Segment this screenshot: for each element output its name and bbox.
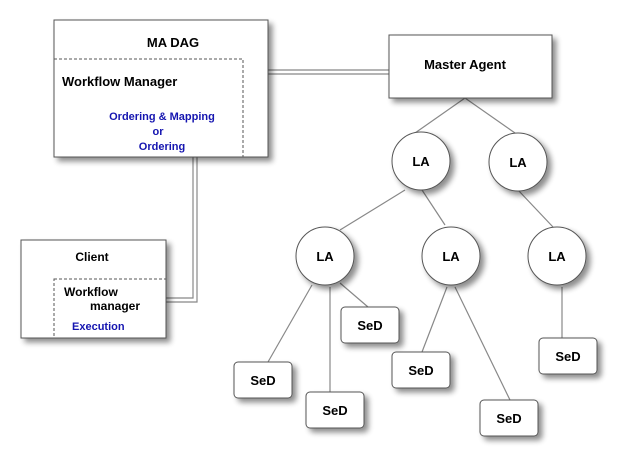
local-agent-4: LA [421,226,481,286]
ma-dag-box: MA DAG Workflow Manager Ordering & Mappi… [53,19,269,158]
workflow-manager-region [53,58,244,158]
sed-5-frame [479,399,539,437]
sed-3: SeD [340,306,400,344]
sed-4: SeD [391,351,451,389]
master-agent-frame [388,34,553,99]
client-workflow-label-2: manager [90,299,140,313]
ma-dag-frame [53,19,269,158]
local-agent-2: LA [488,132,548,192]
local-agent-1: LA [391,131,451,191]
client-title: Client [75,250,108,264]
local-agent-3-shape [295,226,355,286]
master-agent-box: Master Agent [388,34,553,99]
local-agent-1-shape [391,131,451,191]
local-agent-5-label: LA [548,249,566,264]
link-madag-client [166,157,194,299]
sed-4-frame [391,351,451,389]
link-la4-sed5 [454,286,511,401]
link-la1-la3 [339,189,406,231]
local-agent-5-shape [527,226,587,286]
sed-4-label: SeD [408,363,433,378]
client-frame [20,239,167,339]
connector-lines [166,69,563,401]
sed-6: SeD [538,337,598,375]
workflow-manager-label: Workflow Manager [62,74,177,89]
sed-6-frame [538,337,598,375]
client-workflow-label-1: Workflow [64,285,118,299]
local-agent-4-label: LA [442,249,460,264]
sed-5-label: SeD [496,411,521,426]
sed-3-frame [340,306,400,344]
link-la1-la4 [421,189,446,226]
link-la3-sed3 [339,282,369,308]
mode-ordering-mapping: Ordering & Mapping [109,111,215,123]
link-la4-sed4 [421,286,448,353]
sed-1-frame [233,361,293,399]
sed-1: SeD [233,361,293,399]
mode-ordering: Ordering [139,141,185,153]
local-agent-2-shape [488,132,548,192]
sed-3-label: SeD [357,318,382,333]
sed-2-frame [305,391,365,429]
client-box: Client Workflow manager Execution [20,239,167,339]
sed-2: SeD [305,391,365,429]
link-la3-sed1 [267,284,313,363]
sed-1-label: SeD [250,373,275,388]
local-agent-3-label: LA [316,249,334,264]
mode-or: or [153,126,165,138]
sed-2-label: SeD [322,403,347,418]
sed-5: SeD [479,399,539,437]
local-agent-3: LA [295,226,355,286]
client-execution-label: Execution [72,321,125,333]
link-master-la2 [464,97,516,134]
client-workflow-region [53,278,167,339]
ma-dag-title: MA DAG [147,35,199,50]
local-agent-4-shape [421,226,481,286]
link-master-la1 [414,97,466,134]
local-agent-2-label: LA [509,155,527,170]
sed-6-label: SeD [555,349,580,364]
local-agent-1-label: LA [412,154,430,169]
local-agent-5: LA [527,226,587,286]
master-agent-label: Master Agent [424,57,507,72]
link-la2-la5 [517,189,554,228]
link-madag-client-2 [166,157,198,303]
